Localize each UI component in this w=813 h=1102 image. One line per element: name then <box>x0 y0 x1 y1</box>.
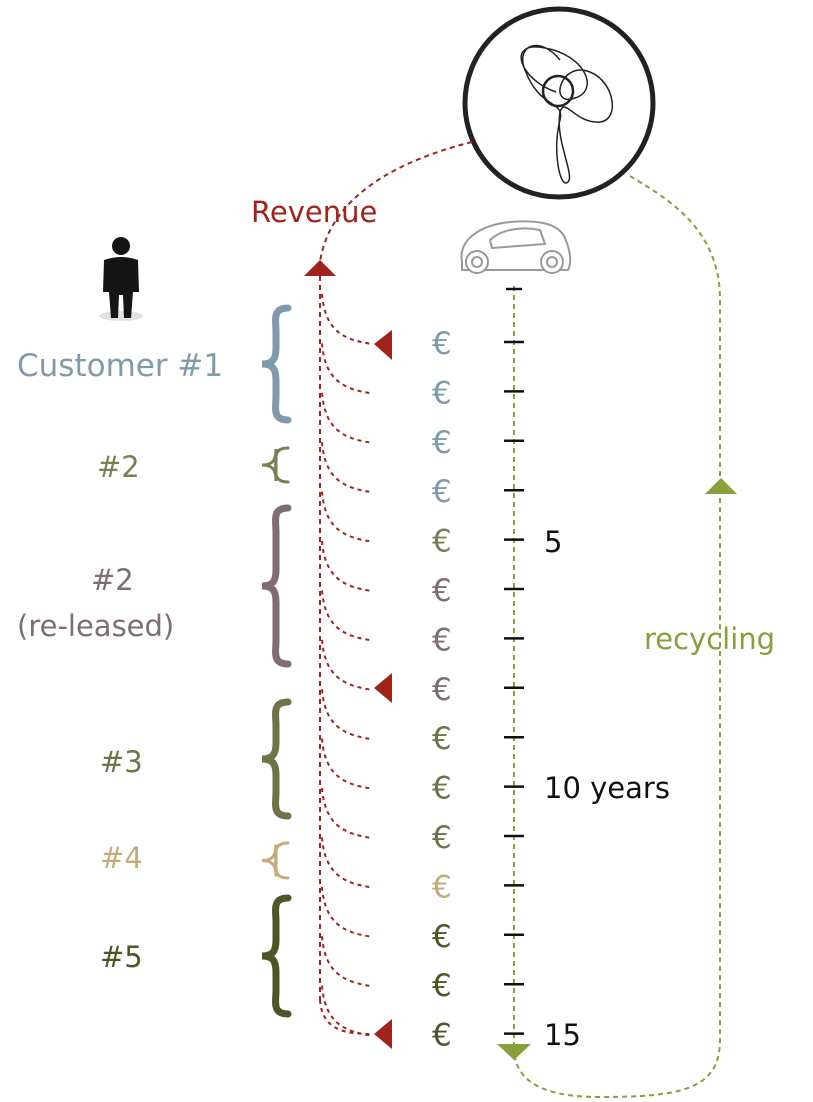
customer-3-label: #3 <box>100 745 143 779</box>
revenue-marker-2 <box>374 673 392 703</box>
revenue-branch <box>321 491 373 543</box>
customer-5-label: #5 <box>100 940 143 974</box>
revenue-branch <box>321 936 373 988</box>
euro-sign: € <box>432 968 452 1004</box>
revenue-branch <box>321 590 373 642</box>
revenue-marker-3 <box>374 1019 392 1049</box>
revenue-branch <box>321 837 373 889</box>
customer-4-label: #4 <box>100 841 143 875</box>
revenue-branch <box>321 985 373 1037</box>
customer-braces <box>261 304 292 1018</box>
customer-2-label: #2 <box>97 450 140 484</box>
euro-sign: € <box>432 524 452 560</box>
euro-sign: € <box>432 672 452 708</box>
recycling-label: recycling <box>644 622 775 656</box>
recycling-circle-icon <box>462 6 656 200</box>
revenue-branch <box>321 442 373 494</box>
revenue-arrow-head <box>304 260 336 276</box>
euro-sign: € <box>432 326 452 362</box>
revenue-label: Revenue <box>251 195 377 229</box>
euro-sign: € <box>432 622 452 658</box>
revenue-branch <box>321 787 373 839</box>
revenue-branch <box>319 999 373 1035</box>
recycling-arrow-head <box>705 478 737 494</box>
customer-1-label: Customer #1 <box>17 348 223 384</box>
revenue-branch <box>321 738 373 790</box>
euro-sign: € <box>432 474 452 510</box>
timeline-arrow-head <box>497 1044 531 1060</box>
revenue-branch <box>321 886 373 938</box>
person-icon <box>99 237 143 321</box>
brace-customer-2 <box>261 446 290 484</box>
recycling-flow-line <box>514 175 721 1099</box>
tick-label-15: 15 <box>544 1018 581 1052</box>
revenue-branch <box>321 293 373 345</box>
euro-sign: € <box>432 919 452 955</box>
tick-label-5: 5 <box>544 525 562 559</box>
brace-customer-5 <box>261 894 292 1018</box>
euro-sign: € <box>432 820 452 856</box>
revenue-branch <box>321 689 373 741</box>
euro-sign: € <box>432 869 452 905</box>
revenue-branch <box>321 639 373 691</box>
euro-sign: € <box>432 1018 452 1054</box>
tick-label-10: 10 years <box>544 771 670 805</box>
revenue-branch <box>321 343 373 395</box>
brace-customer-1 <box>261 304 292 424</box>
brace-customer-4 <box>261 841 290 880</box>
euro-sign: € <box>432 573 452 609</box>
car-icon <box>460 220 572 274</box>
revenue-branch <box>321 540 373 592</box>
euro-sign: € <box>432 425 452 461</box>
euro-sign: € <box>432 771 452 807</box>
customer-2-released-sub-label: (re-leased) <box>17 609 174 643</box>
revenue-branch <box>321 392 373 444</box>
revenue-flow-line <box>319 141 473 263</box>
brace-customer-3 <box>261 698 292 820</box>
revenue-branches <box>319 293 373 1037</box>
euro-sign: € <box>432 721 452 757</box>
revenue-marker-1 <box>374 330 392 360</box>
timeline-ticks <box>504 287 524 1035</box>
euro-column: € € € € € € € € € € € € € € € <box>432 326 452 1054</box>
euro-sign: € <box>432 375 452 411</box>
brace-customer-2-released <box>261 504 292 668</box>
customer-2-released-label: #2 <box>91 563 134 597</box>
